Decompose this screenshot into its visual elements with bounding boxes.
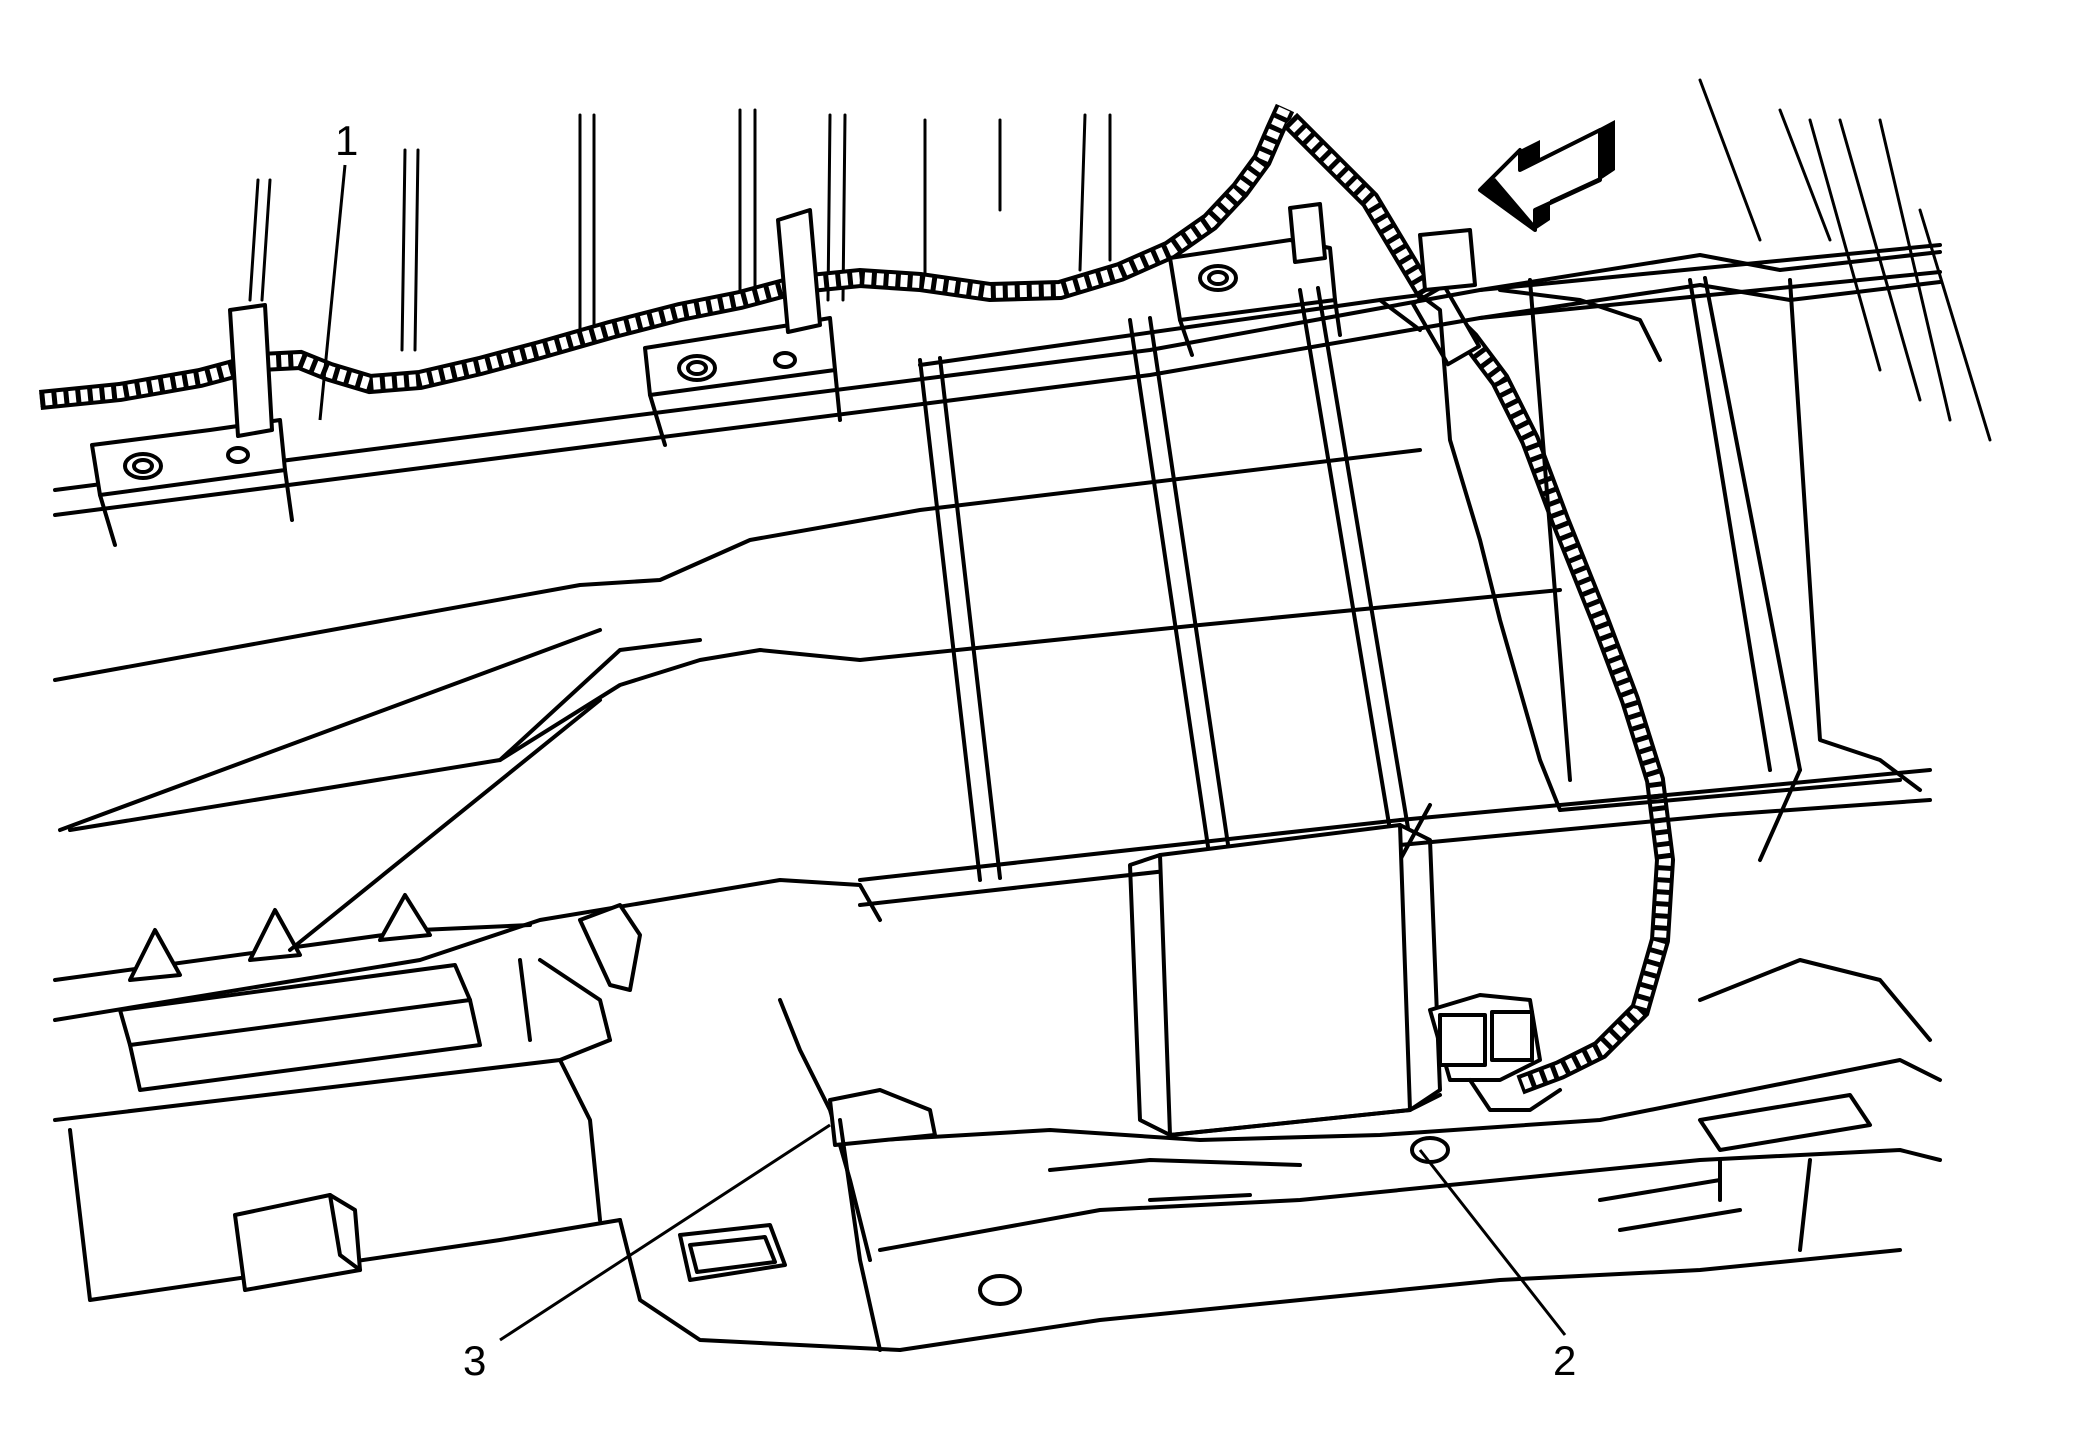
callout-2-label: 2 [1553,1337,1576,1384]
forward-direction-arrow-icon [1478,120,1615,232]
electrical-connector [1428,993,1562,1112]
floor-air-duct [53,628,882,1302]
callout-3-label: 3 [463,1337,486,1384]
callout-leaders [318,164,1567,1342]
hvac-duct-housing [53,276,1932,1137]
floor-panel [618,958,1942,1352]
upper-wiring-harness [39,103,1295,410]
callout-1-label: 1 [335,117,358,164]
mounting-brackets [90,202,1477,547]
